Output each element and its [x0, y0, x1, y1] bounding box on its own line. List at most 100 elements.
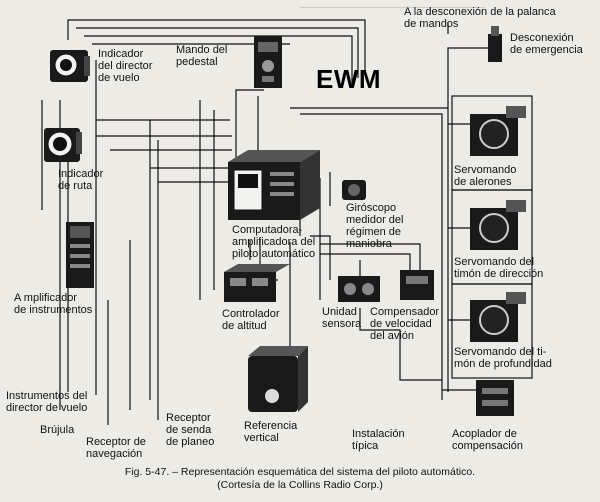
autopilot-computer-device	[228, 150, 320, 220]
aileron-servo-device	[470, 106, 526, 156]
label-pedestal-control: Mando del pedestal	[176, 44, 256, 68]
vertical-gyro-device	[248, 346, 308, 412]
label-line: Desconexión	[510, 32, 574, 44]
wire-comp-2	[320, 253, 411, 270]
emergency-disconnect-device	[488, 26, 502, 62]
wire-center-3	[310, 235, 331, 280]
label-line: director de vuelo	[6, 402, 88, 414]
label-course-indicator: Indicador de ruta	[58, 168, 128, 192]
elevator-servo-device	[470, 292, 526, 342]
flight-director-indicator-device	[50, 50, 90, 82]
pedestal-control-device	[254, 36, 282, 88]
label-line: de emergencia	[510, 44, 583, 56]
label-line: de ruta	[58, 180, 93, 192]
label-line: Indicador	[98, 48, 144, 60]
label-line: Indicador	[58, 168, 104, 180]
label-line: món de profundidad	[454, 358, 552, 370]
label-instrument-amplifier: A mplificador de instrumentos	[14, 292, 134, 316]
wire-pedestal-3	[235, 89, 264, 160]
wire-top-2	[76, 27, 359, 78]
label-line: de instrumentos	[14, 304, 93, 316]
wire-emergency	[447, 47, 488, 108]
label-line: piloto automático	[232, 248, 316, 260]
label-line: Giróscopo	[346, 202, 397, 214]
label-line: régimen de	[346, 226, 402, 238]
label-line: Servomando	[454, 164, 517, 176]
label-line: de altitud	[222, 320, 267, 332]
label-sensor-unit: Unidad sensora	[322, 306, 372, 330]
servo-frames	[451, 95, 533, 379]
caption-line-1: Fig. 5-47. – Representación esquemática …	[124, 466, 476, 478]
label-line: Controlador	[222, 308, 280, 320]
background-text: ─────────────────────────────	[300, 2, 485, 12]
label-line: pedestal	[176, 56, 218, 68]
label-line: sensora	[322, 318, 362, 330]
label-line: medidor del	[346, 214, 404, 226]
label-line: A mplificador	[14, 292, 77, 304]
label-speed-trim: Compensador de velocidad del avión	[370, 306, 452, 342]
label-line: del avión	[370, 330, 415, 342]
label-line: Receptor	[166, 412, 211, 424]
label-nav-receiver: Receptor de navegación	[86, 436, 166, 460]
label-line: Unidad	[322, 306, 357, 318]
label-elevator-servo: Servomando del ti- món de profundidad	[454, 346, 568, 370]
wire-servo-bus-2	[300, 113, 443, 400]
label-line: típica	[352, 440, 379, 452]
label-vertical-gyro: Referencia vertical	[244, 420, 314, 444]
label-rate-gyro: Giróscopo medidor del régimen de maniobr…	[346, 202, 426, 250]
label-line: compensación	[452, 440, 523, 452]
figure-caption: Fig. 5-47. – Representación esquemática …	[0, 466, 600, 492]
label-glideslope-receiver: Receptor de senda de planeo	[166, 412, 236, 448]
label-line: vertical	[244, 432, 279, 444]
label-line: navegación	[86, 448, 143, 460]
label-line: Compensador	[370, 306, 440, 318]
label-rudder-servo: Servomando del timón de dirección	[454, 256, 564, 280]
label-line: de velocidad	[370, 318, 432, 330]
label-line: de planeo	[166, 436, 215, 448]
speed-trim-device	[400, 270, 434, 300]
trim-coupler-device	[476, 380, 514, 416]
label-flight-director-instruments: Instrumentos del director de vuelo	[6, 390, 116, 414]
label-line: timón de dirección	[454, 268, 544, 280]
brand-mark: EWM	[316, 64, 382, 94]
label-typical-installation: Instalación típica	[352, 428, 422, 452]
wire-top-3	[84, 35, 353, 84]
altitude-controller-device	[224, 264, 290, 302]
wire-top-1	[67, 19, 366, 72]
label-line: Acoplador de	[452, 428, 517, 440]
label-line: de vuelo	[98, 72, 140, 84]
label-compass: Brújula	[40, 424, 75, 436]
label-line: Instrumentos del	[6, 390, 88, 402]
label-line: Referencia	[244, 420, 298, 432]
label-altitude-controller: Controlador de altitud	[222, 308, 302, 332]
label-flight-director-indicator: Indicador del director de vuelo	[98, 48, 178, 84]
label-line: maniobra	[346, 238, 392, 250]
wire-to-trim	[359, 308, 442, 381]
label-line: de alerones	[454, 176, 512, 188]
label-line: Servomando del	[454, 256, 535, 268]
label-line: de senda	[166, 424, 212, 436]
label-autopilot-computer: Computadora- amplificadora del piloto au…	[232, 224, 342, 260]
label-emergency-disconnect: Desconexión de emergencia	[510, 32, 596, 56]
rudder-servo-device	[470, 200, 526, 250]
label-line: amplificadora del	[232, 236, 316, 248]
label-trim-coupler: Acoplador de compensación	[452, 428, 542, 452]
rate-gyro-device	[342, 180, 366, 200]
label-line: del director	[98, 60, 153, 72]
wiring-lines	[41, 19, 488, 425]
label-line: Receptor de	[86, 436, 146, 448]
label-line: Servomando del ti-	[454, 346, 547, 358]
label-aileron-servo: Servomando de alerones	[454, 164, 544, 188]
caption-line-2: (Cortesía de la Collins Radio Corp.)	[217, 479, 383, 491]
label-line: Computadora-	[232, 224, 303, 236]
course-indicator-device	[44, 128, 82, 162]
instrument-amplifier-device	[66, 222, 94, 288]
label-stick-disconnect: A la desconexión de la palanca de mandos	[404, 6, 556, 30]
sensor-unit-device	[338, 276, 380, 302]
label-line: Mando del	[176, 44, 228, 56]
wire-comp-1	[320, 243, 421, 278]
label-line: Instalación	[352, 428, 405, 440]
